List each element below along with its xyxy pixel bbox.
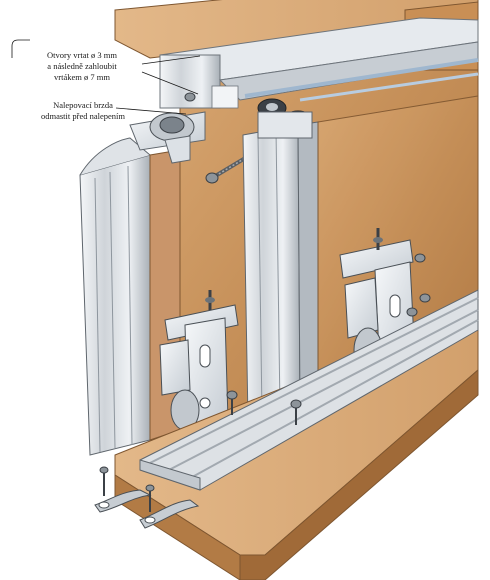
callout-brake-line-1: Nalepovací brzda — [53, 100, 113, 110]
callout-brake-line-2: odmastit před nalepením — [40, 111, 126, 121]
callout-leaders — [11, 39, 201, 115]
callout-drilling-line-1: Otvory vrtat ø 3 mm — [47, 50, 117, 60]
callout-brake-note: Nalepovací brzda odmastit před nalepením — [24, 100, 142, 122]
left-door-profile — [79, 137, 181, 456]
middle-top-rollers — [257, 98, 313, 139]
left-bottom-hanger — [159, 290, 239, 431]
middle-door-profile — [242, 121, 319, 421]
top-guide-rail — [159, 17, 479, 109]
callout-drilling-line-2: a následně zahloubit — [47, 61, 117, 71]
bottom-guide-rail — [139, 289, 479, 491]
callout-drilling-line-3: vrtákem ø 7 mm — [54, 72, 110, 82]
floor-fixing-clips — [94, 466, 200, 529]
left-top-roller — [129, 111, 206, 164]
small-screws — [184, 92, 302, 425]
callout-drilling-note: Otvory vrtat ø 3 mm a následně zahloubit… — [22, 50, 142, 83]
